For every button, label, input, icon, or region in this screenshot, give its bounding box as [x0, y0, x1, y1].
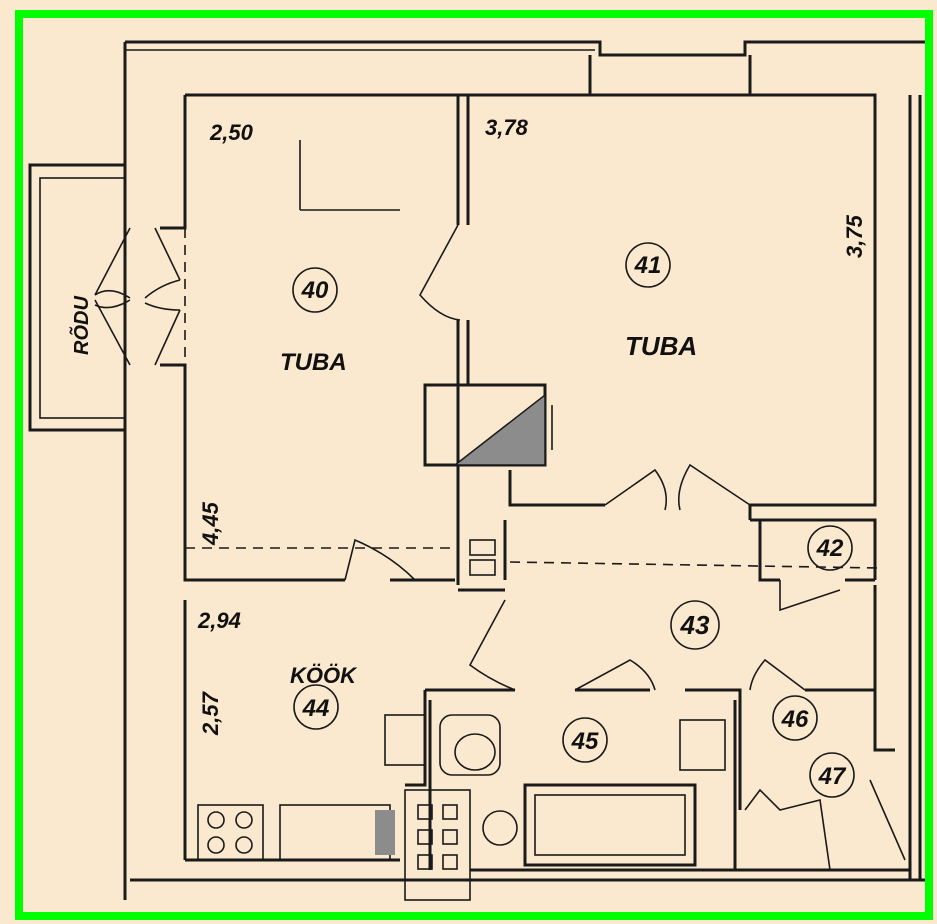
room-40-width: 2,50: [209, 120, 254, 145]
walls: [123, 40, 930, 900]
selection-frame: [15, 10, 933, 920]
room-44-width: 2,94: [197, 608, 241, 633]
room-40-height: 4,45: [198, 501, 223, 546]
room-41-name: TUBA: [625, 331, 697, 361]
balcony-label: RÕDU: [69, 296, 93, 355]
room-41-number: 41: [634, 252, 662, 279]
room-44-number: 44: [302, 695, 330, 722]
room-46-number: 46: [781, 706, 809, 733]
room-42-number: 42: [816, 535, 844, 562]
room-44-height: 2,57: [198, 690, 223, 736]
room-41-height: 3,75: [842, 214, 867, 258]
room-45-number: 45: [571, 728, 599, 755]
room-41-width: 3,78: [485, 115, 529, 140]
balcony: RÕDU: [28, 163, 186, 432]
room-labels: 2,50 40 TUBA 4,45 3,78 41 TUBA 3,75 42 4…: [197, 115, 867, 798]
room-43-number: 43: [680, 610, 710, 640]
room-40-number: 40: [301, 277, 329, 304]
room-47-number: 47: [818, 763, 847, 790]
room-44-name: KÖÖK: [290, 663, 358, 688]
room-40-name: TUBA: [280, 349, 347, 376]
